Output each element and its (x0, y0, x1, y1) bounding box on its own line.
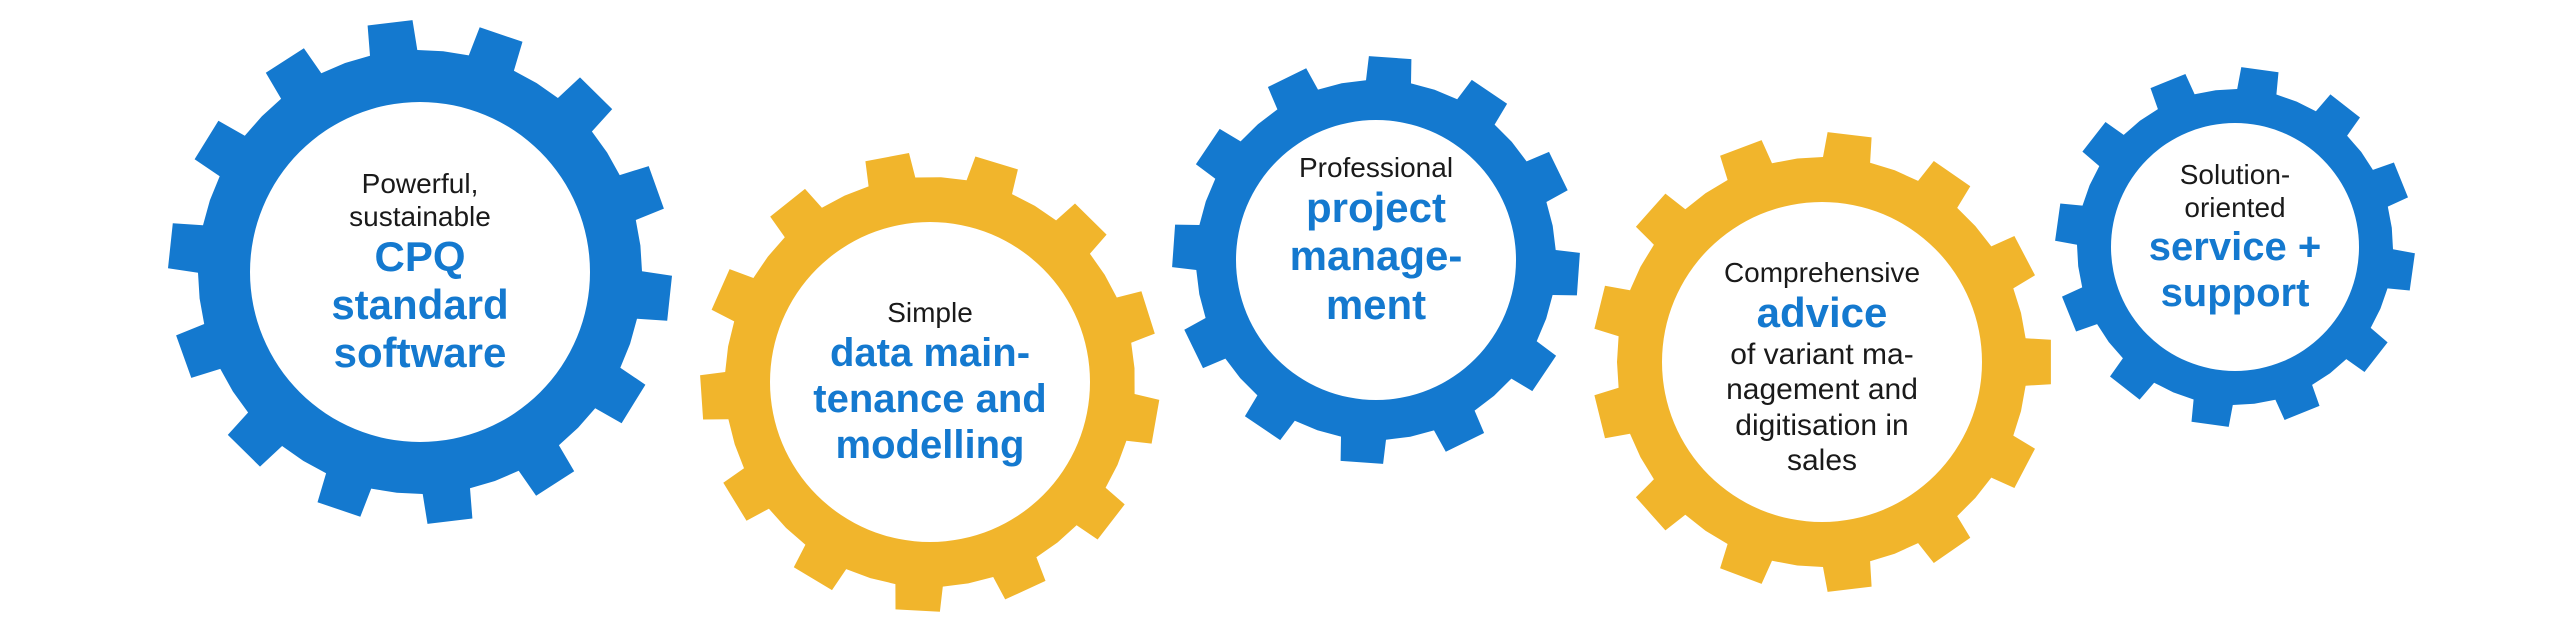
gear-main-text: tenance and (813, 376, 1047, 421)
gear-icon (168, 20, 672, 524)
gear-tail-text: digitisation in (1735, 408, 1909, 442)
gear-lead-text: Solution- (2179, 158, 2291, 190)
gear-ring (1172, 56, 1580, 464)
gear-lead-text: Comprehensive (1723, 256, 1921, 288)
gear-tail-text: of variant ma- (1730, 337, 1914, 371)
gear-icon (700, 153, 1160, 612)
gear-main-text: ment (1325, 280, 1427, 328)
gear-ring (700, 153, 1160, 612)
gear-ring (1594, 132, 2051, 592)
gear-main-text: support (2160, 271, 2310, 316)
gear-tail-text: sales (1786, 444, 1858, 478)
gear-lead-text: Simple (887, 297, 973, 329)
gear-main-text: manage- (1289, 232, 1463, 280)
gear-main-text: service + (2148, 225, 2322, 270)
gear-lead-text: oriented (2184, 192, 2286, 223)
gear-project-management: Professional project manage- ment (1166, 50, 1586, 470)
gear-main-text: data main- (829, 330, 1031, 375)
gear-label: Solution- oriented service + support (2120, 132, 2350, 342)
gear-main-text: software (333, 329, 507, 377)
gear-advice: Comprehensive advice of variant ma- nage… (1582, 122, 2062, 602)
gear-label: Professional project manage- ment (1251, 135, 1501, 345)
gear-tail-text: nagement and (1726, 373, 1918, 407)
gear-ring (2055, 67, 2415, 427)
gear-lead-text: sustainable (349, 200, 491, 232)
gear-cpq-software: Powerful, sustainable CPQ standard softw… (160, 12, 680, 532)
gear-main-text: advice (1756, 288, 1888, 336)
gear-icon (1172, 56, 1580, 464)
gear-data-maintenance: Simple data main- tenance and modelling (690, 142, 1170, 622)
gear-lead-text: Professional (1298, 152, 1454, 184)
gear-icon (1594, 132, 2051, 592)
gear-lead-text: Powerful, (361, 167, 479, 199)
gear-main-text: CPQ (374, 232, 466, 280)
gear-service-support: Solution- oriented service + support (2050, 62, 2420, 432)
gear-label: Comprehensive advice of variant ma- nage… (1672, 222, 1972, 512)
gear-label: Simple data main- tenance and modelling (780, 252, 1080, 512)
gear-main-text: project (1305, 184, 1447, 232)
gear-main-text: standard (331, 280, 509, 328)
gear-icon (2055, 67, 2415, 427)
gear-main-text: modelling (835, 422, 1025, 467)
gear-ring (168, 20, 672, 524)
gear-label: Powerful, sustainable CPQ standard softw… (300, 132, 540, 412)
